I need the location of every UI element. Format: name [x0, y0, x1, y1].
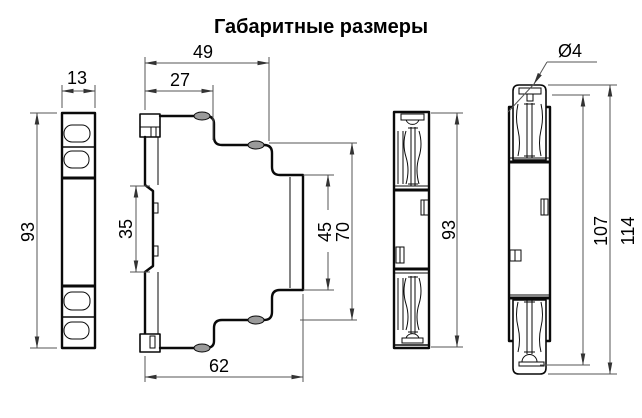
spring-clamp — [403, 277, 409, 331]
module-body — [60, 111, 97, 350]
page-title: Габаритные размеры — [214, 16, 428, 38]
screw-head — [247, 140, 265, 150]
dim-label-27: 27 — [170, 70, 190, 90]
clip-hook — [521, 354, 538, 363]
terminal-yoke — [405, 333, 420, 339]
housing-profile — [158, 114, 305, 350]
din-clip-bottom-tab — [512, 299, 547, 375]
spring-clamp — [416, 130, 422, 185]
terminal-yoke — [405, 119, 420, 125]
leader-arrow — [533, 61, 548, 85]
lug-slot — [150, 126, 157, 138]
din-lug-top — [139, 113, 161, 138]
screw-head — [247, 315, 265, 325]
dim-label-35: 35 — [116, 219, 136, 239]
spring-clamp — [539, 103, 543, 157]
rail-clip-tooth — [152, 202, 159, 214]
spring-clamp — [516, 301, 520, 353]
terminal-screw-head — [400, 113, 425, 121]
dim-label-107: 107 — [591, 216, 611, 246]
rear-face — [143, 135, 155, 336]
din-clip-top-tab — [512, 84, 547, 161]
terminal-slot — [63, 150, 90, 169]
terminal-slot — [63, 321, 90, 340]
terminal-screw-head — [401, 337, 424, 344]
dim-label-62: 62 — [209, 356, 229, 376]
front-view-left: 13 93 — [18, 68, 97, 350]
dim-label-45: 45 — [315, 222, 335, 242]
dim-label-hole: Ø4 — [558, 41, 582, 61]
screw-head — [193, 343, 211, 353]
spring-clamp — [416, 277, 422, 331]
terminal-slot — [63, 291, 91, 311]
front-view-right: 93 — [392, 110, 463, 350]
spring-clamp — [539, 301, 543, 353]
screw-head — [193, 111, 211, 121]
spring-clamp — [403, 130, 409, 185]
dim-label-49: 49 — [193, 42, 213, 62]
rear-view: Ø4 107 114 — [507, 41, 638, 375]
lug-slot — [149, 335, 156, 349]
rail-clip-tooth — [152, 245, 159, 257]
dim-label-width: 13 — [67, 68, 87, 88]
dim-label-height: 93 — [18, 222, 38, 242]
dim-label-114: 114 — [618, 217, 638, 246]
terminal-slot — [63, 124, 91, 143]
dim-label-height: 93 — [439, 220, 459, 240]
side-view: 49 27 35 45 70 62 — [116, 42, 357, 382]
spring-clamp — [516, 103, 520, 157]
latch-window — [420, 199, 430, 216]
dim-label-70: 70 — [333, 222, 353, 242]
